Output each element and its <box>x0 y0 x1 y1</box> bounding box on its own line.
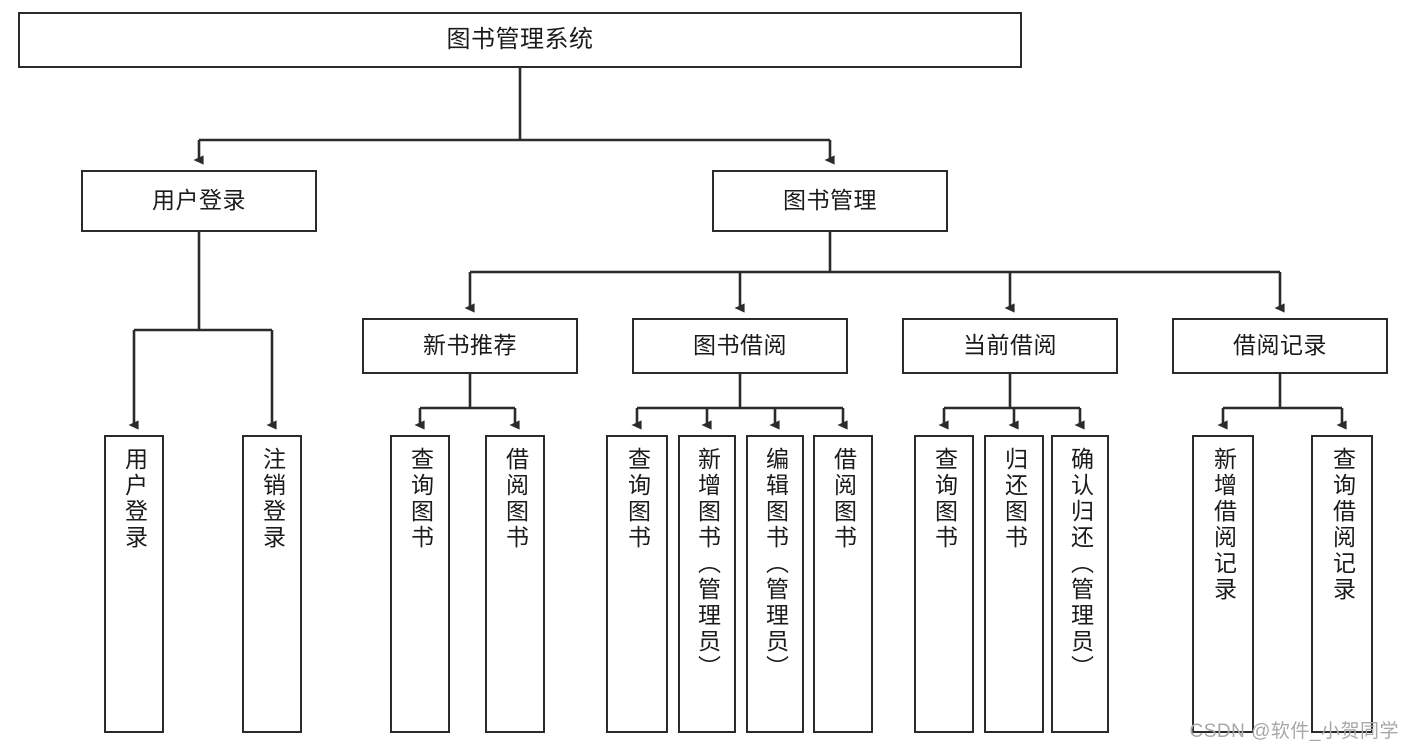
edge-root-to-level2 <box>193 68 835 165</box>
node-leaf-borrow-book-1-label: 借阅图书 <box>502 447 529 551</box>
node-borrow-record[interactable]: 借阅记录 <box>1172 318 1388 374</box>
edge-current-borrow-to-leaves <box>938 374 1085 430</box>
edge-new-book-recommend-to-leaves <box>414 374 520 430</box>
node-leaf-borrow-book-1[interactable]: 借阅图书 <box>485 435 545 733</box>
edge-user-login-to-leaves <box>128 232 277 430</box>
node-leaf-query-book-1[interactable]: 查询图书 <box>390 435 450 733</box>
node-leaf-borrow-book-2[interactable]: 借阅图书 <box>813 435 873 733</box>
node-leaf-user-login-label: 用户登录 <box>121 447 148 551</box>
node-leaf-user-logout-label: 注销登录 <box>259 447 286 551</box>
node-root[interactable]: 图书管理系统 <box>18 12 1022 68</box>
node-user-login-label: 用户登录 <box>152 187 246 214</box>
node-leaf-add-book-label: 新增图书（管理员） <box>694 447 721 681</box>
node-leaf-confirm-return[interactable]: 确认归还（管理员） <box>1051 435 1109 733</box>
node-root-label: 图书管理系统 <box>446 25 594 53</box>
node-book-manage[interactable]: 图书管理 <box>712 170 948 232</box>
node-leaf-user-logout[interactable]: 注销登录 <box>242 435 302 733</box>
node-leaf-query-book-1-label: 查询图书 <box>407 447 434 551</box>
node-book-borrow[interactable]: 图书借阅 <box>632 318 848 374</box>
node-leaf-add-record-label: 新增借阅记录 <box>1210 447 1237 603</box>
node-book-manage-label: 图书管理 <box>783 187 877 214</box>
node-new-book-recommend[interactable]: 新书推荐 <box>362 318 578 374</box>
csdn-watermark: CSDN @软件_小贺同学 <box>1189 721 1399 742</box>
node-leaf-add-record[interactable]: 新增借阅记录 <box>1192 435 1254 733</box>
node-current-borrow[interactable]: 当前借阅 <box>902 318 1118 374</box>
node-leaf-query-record[interactable]: 查询借阅记录 <box>1311 435 1373 733</box>
node-leaf-query-record-label: 查询借阅记录 <box>1329 447 1356 603</box>
node-user-login[interactable]: 用户登录 <box>81 170 317 232</box>
edge-book-manage-to-level3 <box>464 232 1285 313</box>
node-leaf-query-book-2[interactable]: 查询图书 <box>606 435 668 733</box>
node-leaf-confirm-return-label: 确认归还（管理员） <box>1067 447 1094 681</box>
node-leaf-edit-book-label: 编辑图书（管理员） <box>762 447 789 681</box>
node-leaf-return-book[interactable]: 归还图书 <box>984 435 1044 733</box>
node-leaf-query-book-3[interactable]: 查询图书 <box>914 435 974 733</box>
node-leaf-add-book[interactable]: 新增图书（管理员） <box>678 435 736 733</box>
node-book-borrow-label: 图书借阅 <box>693 332 787 359</box>
edge-borrow-record-to-leaves <box>1217 374 1347 430</box>
node-leaf-return-book-label: 归还图书 <box>1001 447 1028 551</box>
node-new-book-recommend-label: 新书推荐 <box>423 332 517 359</box>
node-leaf-query-book-3-label: 查询图书 <box>931 447 958 551</box>
edge-book-borrow-to-leaves <box>631 374 848 430</box>
node-leaf-borrow-book-2-label: 借阅图书 <box>830 447 857 551</box>
node-borrow-record-label: 借阅记录 <box>1233 332 1327 359</box>
node-current-borrow-label: 当前借阅 <box>963 332 1057 359</box>
node-leaf-query-book-2-label: 查询图书 <box>624 447 651 551</box>
node-leaf-edit-book[interactable]: 编辑图书（管理员） <box>746 435 804 733</box>
node-leaf-user-login[interactable]: 用户登录 <box>104 435 164 733</box>
